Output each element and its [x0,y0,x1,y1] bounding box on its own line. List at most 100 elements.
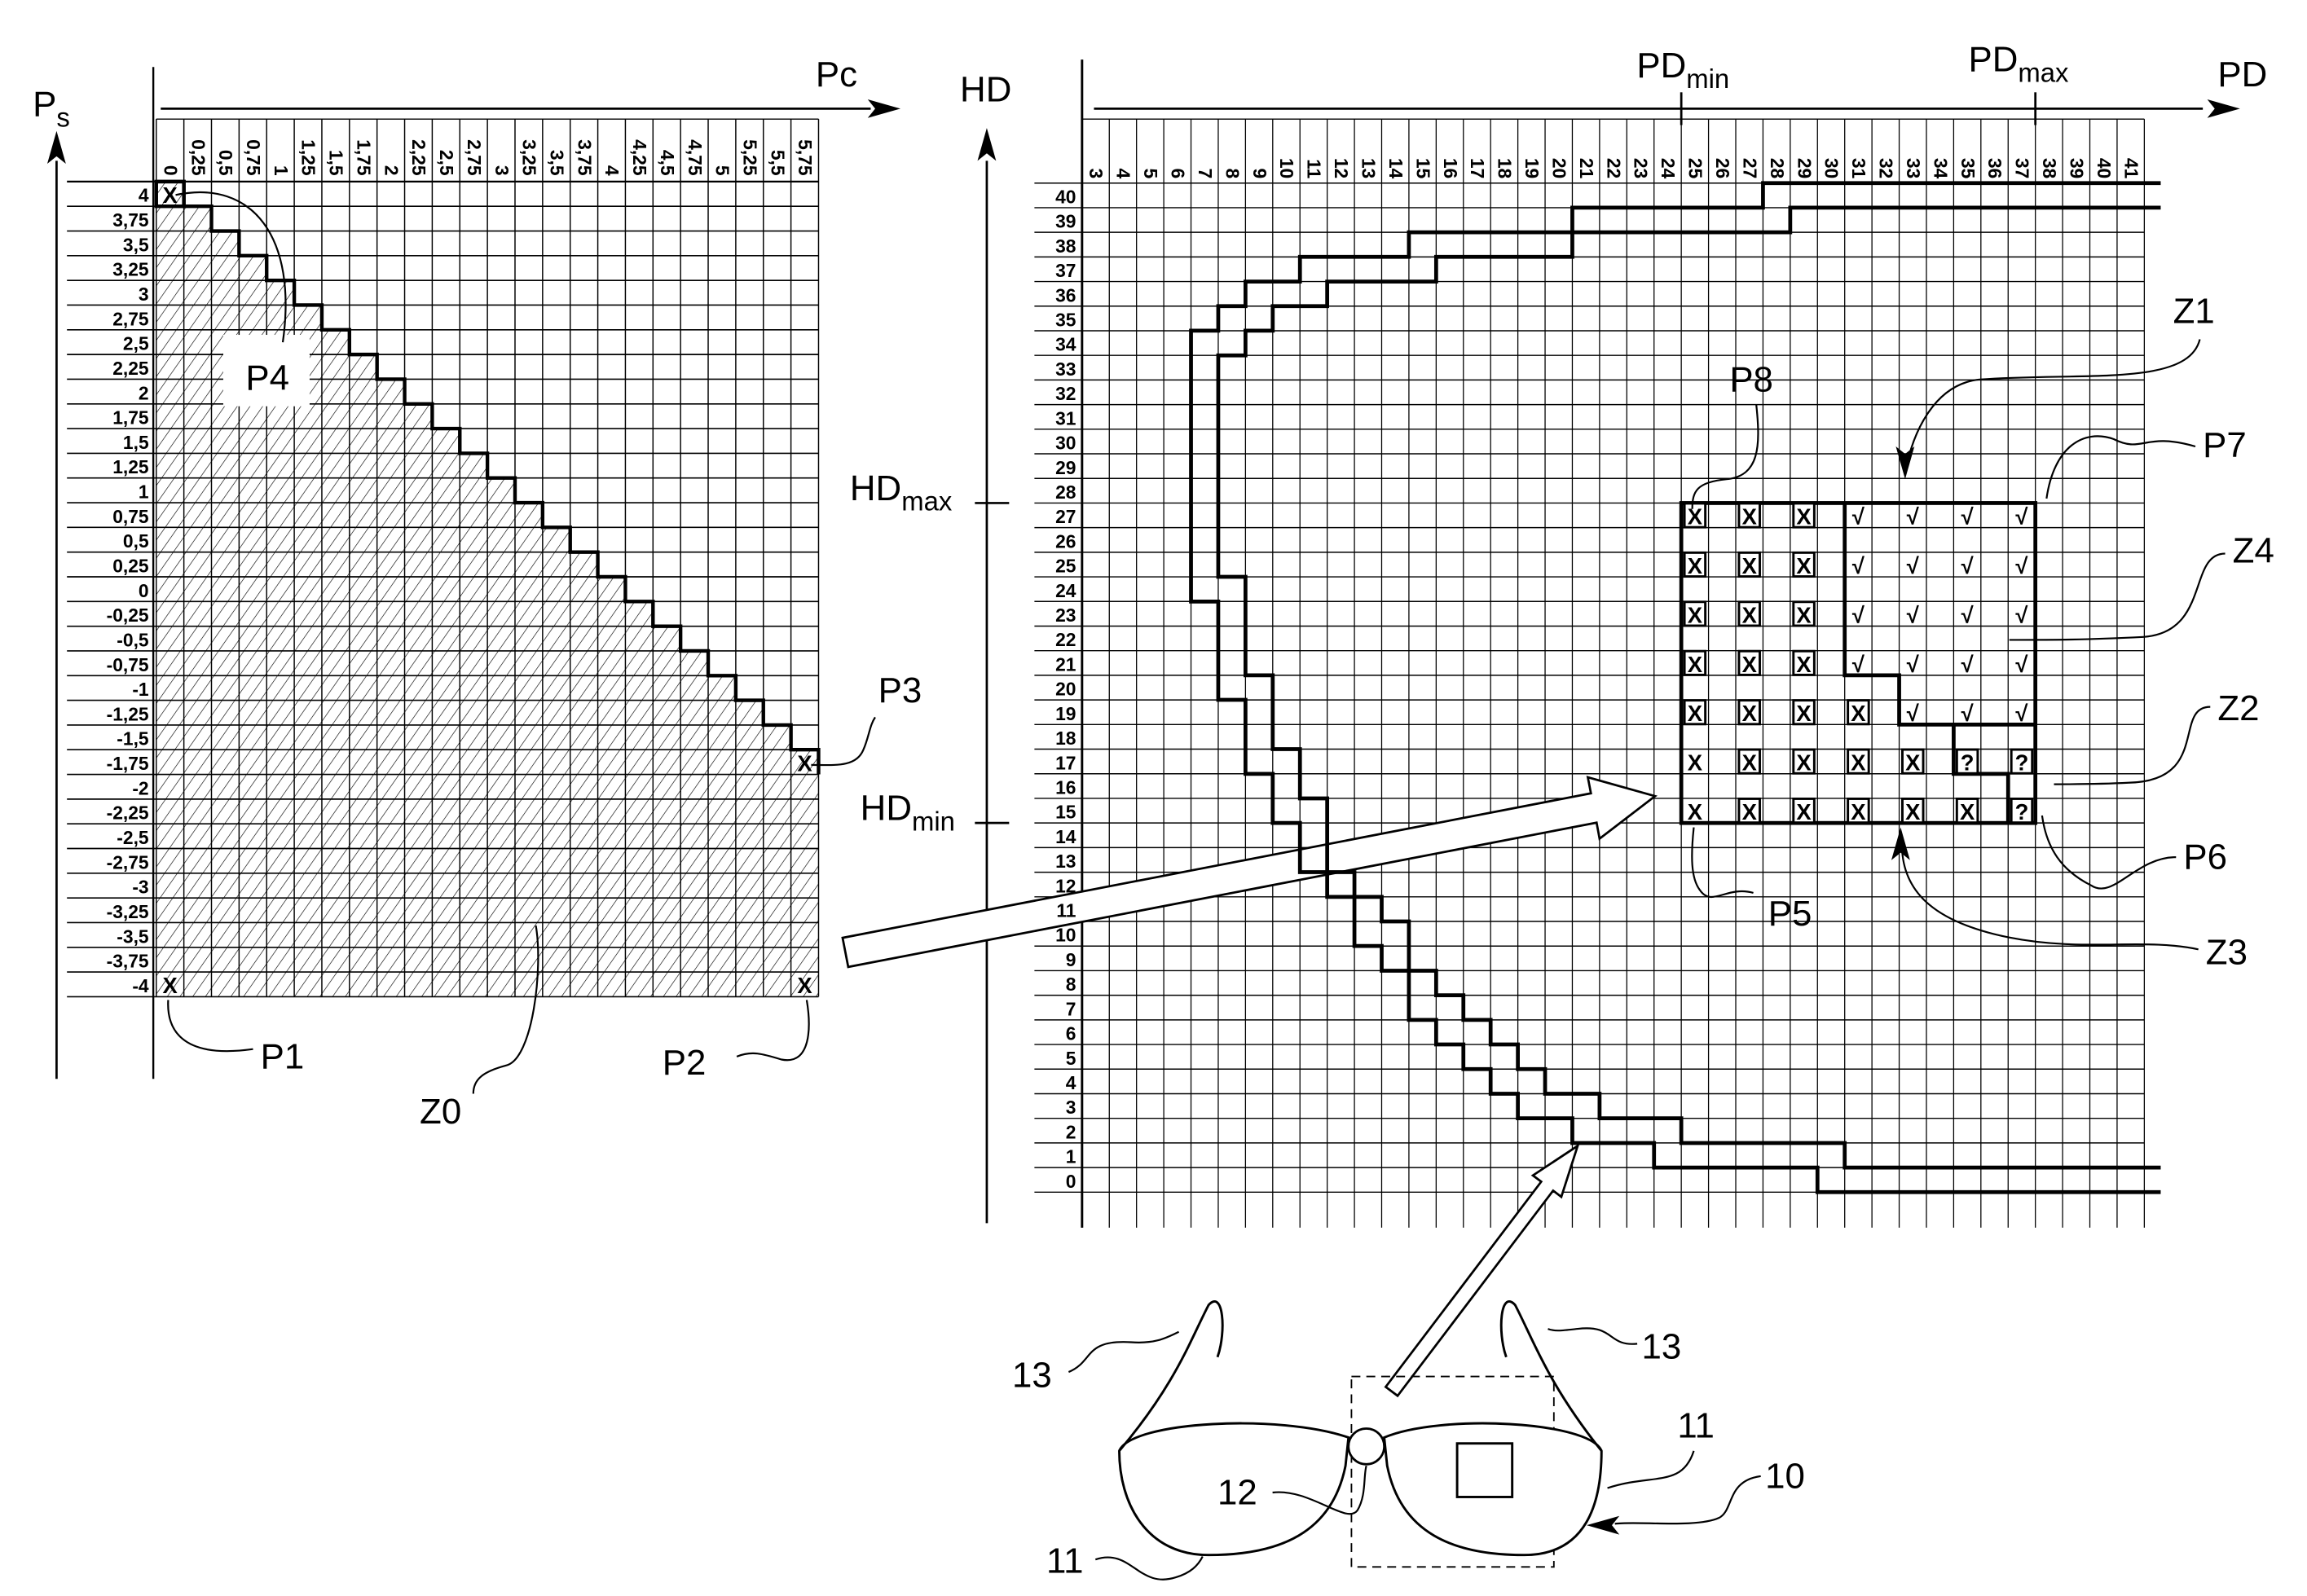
pc-tick-label: 5,5 [767,150,788,176]
cell-mark: √ [1907,602,1920,627]
pd-max-label-main: PD [1968,40,2018,80]
hd-min-label: HDmin [861,789,955,837]
hd-tick-label: 3 [1066,1097,1076,1118]
ps-tick-label: 2,75 [112,308,149,329]
cell-mark: √ [1907,701,1920,726]
cell-mark: X [1742,652,1758,677]
ps-tick-label: 0,25 [112,556,149,577]
hd-min-label-main: HD [861,789,912,829]
p1-leader [168,1000,253,1051]
right-chart: PDHDPDminPDmaxHDmaxHDmin3456789101112131… [843,40,2274,1228]
hd-tick-label: 18 [1055,728,1076,749]
pd-tick-label: 36 [1984,158,2005,178]
cell-mark: X [1688,652,1703,677]
ps-tick-label: -4 [132,975,149,996]
cell-mark: X [1796,553,1812,578]
hd-tick-label: 30 [1055,433,1076,454]
hd-axis-label: HD [960,69,1011,109]
pd-tick-label: 7 [1195,169,1216,179]
hd-axis-arrow-icon [978,128,997,160]
z1-leader [1905,339,2200,473]
cell-mark: √ [2015,553,2028,578]
cell-mark: X [1796,652,1812,677]
cell-mark: √ [1907,553,1920,578]
cell-mark: X [1688,750,1703,776]
hd-tick-label: 4 [1066,1072,1076,1093]
hd-tick-label: 10 [1055,925,1076,946]
hd-tick-label: 26 [1055,530,1076,552]
pd-tick-label: 16 [1440,158,1461,178]
hd-tick-label: 37 [1055,260,1076,281]
ps-axis-label: Ps [33,85,70,133]
pd-min-label: PDmin [1636,46,1729,94]
cell-mark: X [1688,602,1703,627]
pd-tick-label: 6 [1168,169,1189,179]
hd-tick-label: 8 [1066,974,1076,995]
ps-tick-label: 1,25 [112,456,149,477]
ps-tick-label: -1,75 [107,753,149,774]
p7-label: P7 [2203,425,2247,465]
p6-label: P6 [2183,838,2227,877]
hd-tick-label: 24 [1055,580,1076,601]
z3-label: Z3 [2206,933,2248,973]
pc-tick-label: 2,5 [436,150,457,176]
outer-boundary-curve [1191,183,2161,1193]
hd-tick-label: 29 [1055,457,1076,478]
ps-tick-label: -2,25 [107,802,149,824]
p7-leader [2046,436,2195,499]
pd-tick-label: 20 [1548,158,1570,178]
cell-mark: X [1688,553,1703,578]
hd-tick-label: 5 [1066,1048,1076,1069]
cell-mark: √ [1852,553,1865,578]
z4-label: Z4 [2233,530,2274,570]
pd-tick-label: 10 [1276,158,1297,178]
pd-tick-label: 18 [1495,158,1516,178]
hd-tick-label: 23 [1055,605,1076,626]
pd-tick-label: 40 [2093,158,2115,178]
cell-mark: √ [1852,652,1865,677]
glasses-arrow-icon [1385,1145,1578,1396]
ref-12: 12 [1217,1473,1257,1513]
hd-tick-label: 22 [1055,629,1076,650]
hd-tick-label: 32 [1055,383,1076,404]
hd-tick-label: 35 [1055,309,1076,330]
hd-tick-label: 17 [1055,752,1076,773]
cell-mark: √ [2015,504,2028,530]
cell-mark: X [1742,750,1758,776]
pd-tick-label: 4 [1113,169,1134,179]
hd-tick-label: 28 [1055,481,1076,503]
cell-mark: X [1851,799,1866,824]
ps-tick-label: 0 [139,580,149,601]
cell-mark: X [1796,799,1812,824]
pc-tick-label: 1 [271,165,292,176]
pc-tick-label: 5 [712,165,733,176]
z1-arrow-icon [1895,446,1914,479]
ps-tick-label: 2 [139,382,149,403]
cell-mark: X [1851,750,1866,776]
ref-11-left: 11 [1046,1541,1084,1581]
pd-max-label: PDmax [1968,40,2069,88]
ps-tick-label: -3,75 [107,951,149,972]
ps-tick-label: -1,5 [117,728,149,750]
pc-tick-label: 1,75 [353,139,374,176]
ref-10-leader [1615,1476,1761,1523]
z3-arrow-icon [1891,828,1910,860]
ps-tick-label: 1 [139,481,149,503]
ref-13-left-leader [1068,1332,1178,1372]
z2-leader [2054,707,2211,785]
cell-mark: ? [1961,750,1975,776]
hd-tick-label: 34 [1055,334,1076,355]
p5-label: P5 [1768,894,1812,934]
p2-marker: X [797,973,812,998]
pd-tick-label: 38 [2039,158,2060,178]
p2-label: P2 [663,1043,707,1083]
p5-leader [1692,828,1753,897]
bridge [1349,1428,1385,1464]
ref-13-right-leader [1548,1328,1638,1343]
cell-mark: √ [1852,602,1865,627]
p8-leader [1693,405,1759,509]
pd-tick-label: 29 [1794,158,1815,178]
inner-boundary-curve [1218,208,2161,1167]
p8-label: P8 [1729,359,1773,399]
